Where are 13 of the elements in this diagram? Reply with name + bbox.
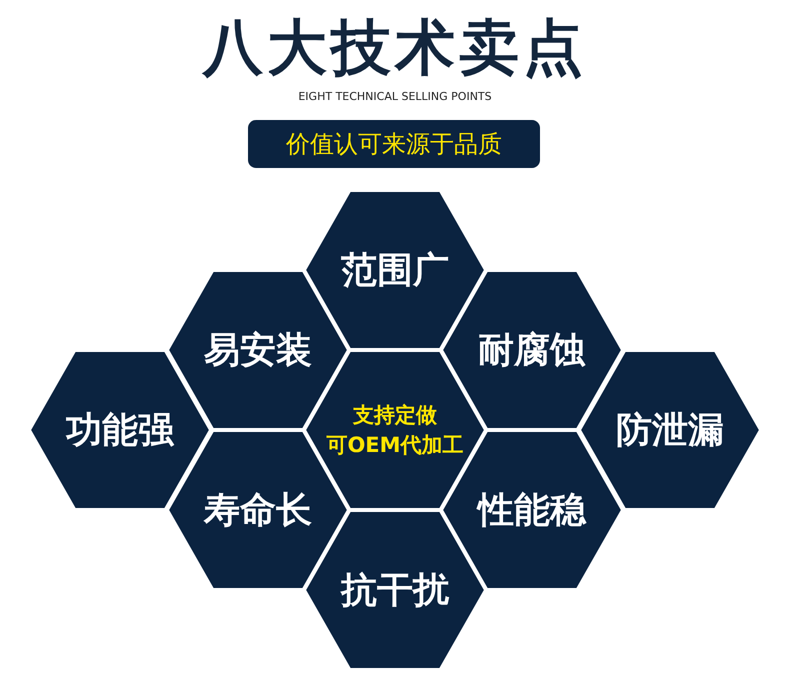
tile-label: 抗干扰 xyxy=(341,568,449,612)
tile-label: 功能强 xyxy=(66,408,174,452)
tile-label: 可OEM代加工 xyxy=(326,432,464,459)
tile-label: 范围广 xyxy=(341,248,449,292)
banner-box: 价值认可来源于品质 xyxy=(248,120,540,168)
tile-label: 防泄漏 xyxy=(616,408,724,452)
tile-label: 易安装 xyxy=(204,328,312,372)
tile-label: 性能稳 xyxy=(478,488,586,532)
subtitle: EIGHT TECHNICAL SELLING POINTS xyxy=(297,90,493,104)
title: 八大技术卖点 xyxy=(201,12,588,85)
tile-label: 耐腐蚀 xyxy=(478,328,586,372)
tile-label: 支持定做 xyxy=(353,402,437,429)
tile-label: 寿命长 xyxy=(204,488,312,532)
